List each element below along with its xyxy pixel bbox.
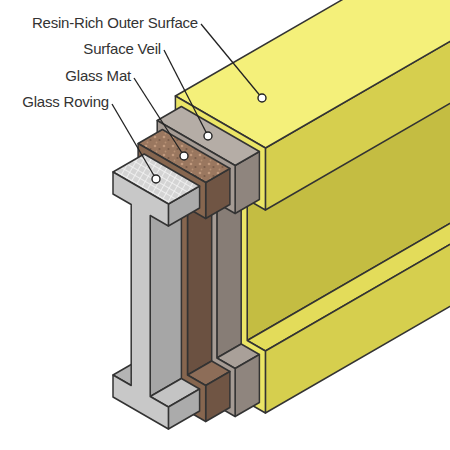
roving-core [113, 154, 200, 429]
leader-line [112, 104, 156, 179]
leader-dots [152, 94, 266, 183]
layer-face [150, 198, 181, 397]
leader-dot [180, 152, 188, 160]
part-label: Glass Mat [65, 67, 131, 85]
layer-face [168, 389, 199, 429]
layer-face [188, 194, 212, 375]
part-label: Glass Roving [22, 93, 109, 111]
layer-face [113, 172, 168, 429]
leader-line [134, 78, 184, 156]
leader-dot [258, 94, 266, 102]
leader-line [164, 50, 208, 136]
layer-face [235, 355, 259, 417]
leader-line [201, 24, 262, 98]
leader-dot [204, 132, 212, 140]
layer-face [217, 189, 241, 358]
layer-face [206, 372, 230, 422]
part-label: Surface Veil [83, 40, 161, 58]
part-label: Resin-Rich Outer Surface [32, 14, 198, 32]
leader-dot [152, 175, 160, 183]
